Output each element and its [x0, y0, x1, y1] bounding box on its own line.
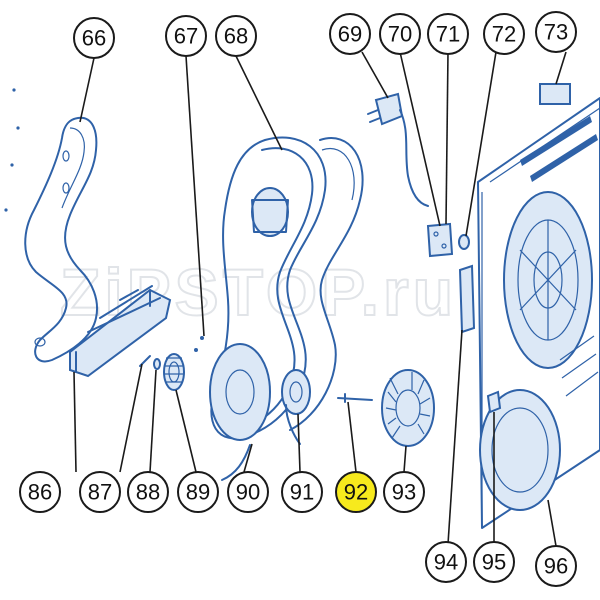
svg-text:93: 93: [392, 480, 416, 505]
callout-88: 88: [127, 471, 169, 513]
part-93-fan-wheel: [381, 369, 435, 447]
svg-text:86: 86: [28, 480, 52, 505]
svg-text:70: 70: [388, 22, 412, 47]
svg-text:73: 73: [544, 20, 568, 45]
part-86-air-duct: [69, 285, 172, 378]
callout-70: 70: [379, 13, 421, 55]
svg-text:67: 67: [174, 24, 198, 49]
svg-text:68: 68: [224, 24, 248, 49]
callout-68: 68: [215, 15, 257, 57]
callout-73: 73: [535, 11, 577, 53]
svg-text:92: 92: [344, 480, 368, 505]
callout-90: 90: [227, 471, 269, 513]
callout-72: 72: [483, 13, 525, 55]
callout-93: 93: [383, 471, 425, 513]
part-89-pulley: [163, 353, 185, 391]
callout-95: 95: [473, 541, 515, 583]
svg-text:66: 66: [82, 26, 106, 51]
callout-89: 89: [177, 471, 219, 513]
part-95-sensor: [486, 390, 502, 414]
svg-text:69: 69: [338, 22, 362, 47]
svg-text:87: 87: [88, 480, 112, 505]
svg-text:89: 89: [186, 480, 210, 505]
svg-text:94: 94: [434, 550, 458, 575]
callout-96: 96: [535, 545, 577, 587]
svg-text:96: 96: [544, 554, 568, 579]
part-69-power-cord: [367, 92, 429, 207]
callout-91: 91: [281, 471, 323, 513]
part-90-disc: [209, 343, 271, 481]
callout-69: 69: [329, 13, 371, 55]
svg-text:90: 90: [236, 480, 260, 505]
part-67-screws: [194, 336, 204, 352]
part-92-shaft: [337, 393, 373, 403]
callout-66: 66: [73, 17, 115, 59]
svg-text:95: 95: [482, 550, 506, 575]
part-tensioner-bracket: [251, 187, 289, 237]
callout-67: 67: [165, 15, 207, 57]
svg-text:71: 71: [436, 22, 460, 47]
part-73-label-plate: [539, 83, 571, 105]
callout-94: 94: [425, 541, 467, 583]
callout-71: 71: [427, 13, 469, 55]
part-94-bracket: [458, 264, 476, 334]
part-91-motor-hub: [281, 369, 311, 445]
svg-text:88: 88: [136, 480, 160, 505]
part-88-washer: [153, 358, 161, 370]
svg-text:72: 72: [492, 22, 516, 47]
leader-lines: [73, 51, 567, 547]
callout-92-highlighted: 92: [335, 471, 377, 513]
svg-text:91: 91: [290, 480, 314, 505]
part-66-gasket: [4, 88, 98, 363]
callout-87: 87: [79, 471, 121, 513]
part-72-capacitor: [458, 234, 470, 250]
callout-86: 86: [19, 471, 61, 513]
part-96-rear-panel: [477, 97, 600, 529]
part-70-terminal-board: [426, 222, 454, 258]
